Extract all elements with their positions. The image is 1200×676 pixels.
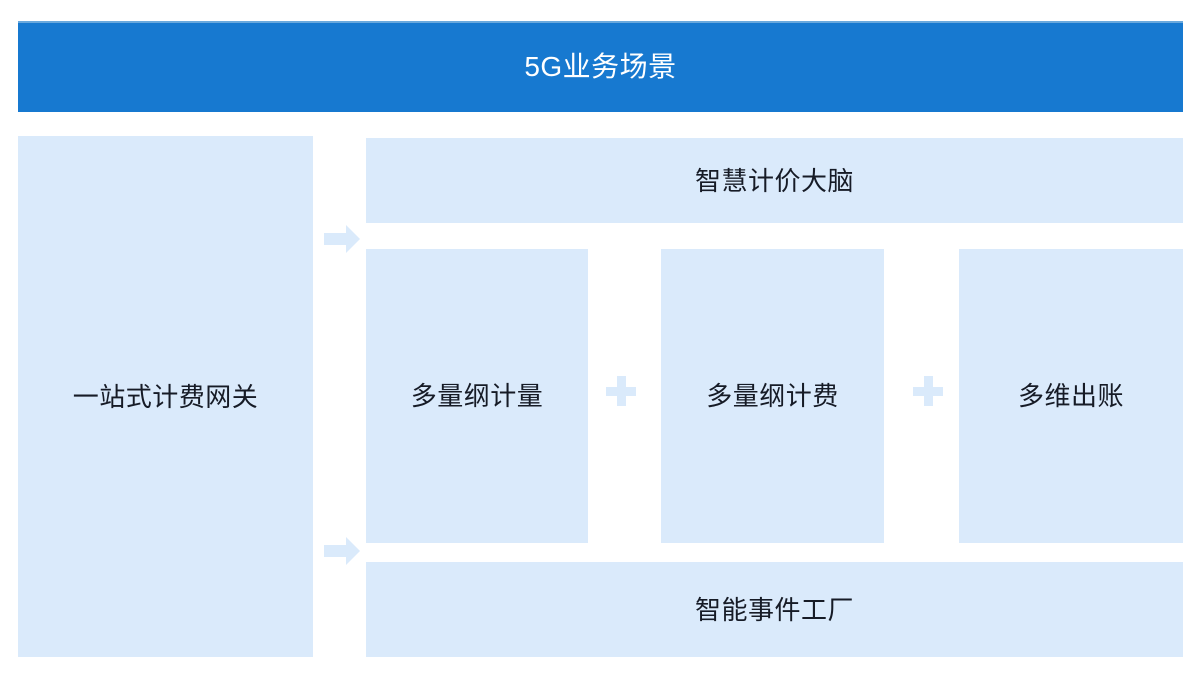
- plus-vertical-bar: [617, 376, 626, 406]
- arrow-right-icon-top: [324, 225, 360, 253]
- gateway-label: 一站式计费网关: [72, 381, 259, 412]
- arrow-head: [346, 225, 360, 253]
- arrow-shaft: [324, 545, 349, 557]
- capability-panel-rating[interactable]: 多量纲计费: [661, 249, 884, 543]
- capability-label: 多维出账: [1017, 381, 1124, 411]
- capability-panel-metering[interactable]: 多量纲计量: [366, 249, 588, 543]
- header-banner: 5G业务场景: [18, 21, 1183, 112]
- arrow-head: [346, 537, 360, 565]
- capability-label: 多量纲计费: [706, 381, 839, 411]
- pricing-brain-panel[interactable]: 智慧计价大脑: [366, 138, 1183, 223]
- gateway-panel[interactable]: 一站式计费网关: [18, 136, 313, 657]
- capability-panel-billing[interactable]: 多维出账: [959, 249, 1183, 543]
- plus-icon-1: [606, 376, 636, 406]
- header-title: 5G业务场景: [524, 50, 677, 82]
- event-factory-label: 智能事件工厂: [694, 594, 854, 625]
- plus-icon-2: [913, 376, 943, 406]
- arrow-shaft: [324, 233, 349, 245]
- event-factory-panel[interactable]: 智能事件工厂: [366, 562, 1183, 657]
- pricing-brain-label: 智慧计价大脑: [694, 165, 854, 196]
- capability-label: 多量纲计量: [410, 381, 544, 411]
- arrow-right-icon-bottom: [324, 537, 360, 565]
- plus-vertical-bar: [924, 376, 933, 406]
